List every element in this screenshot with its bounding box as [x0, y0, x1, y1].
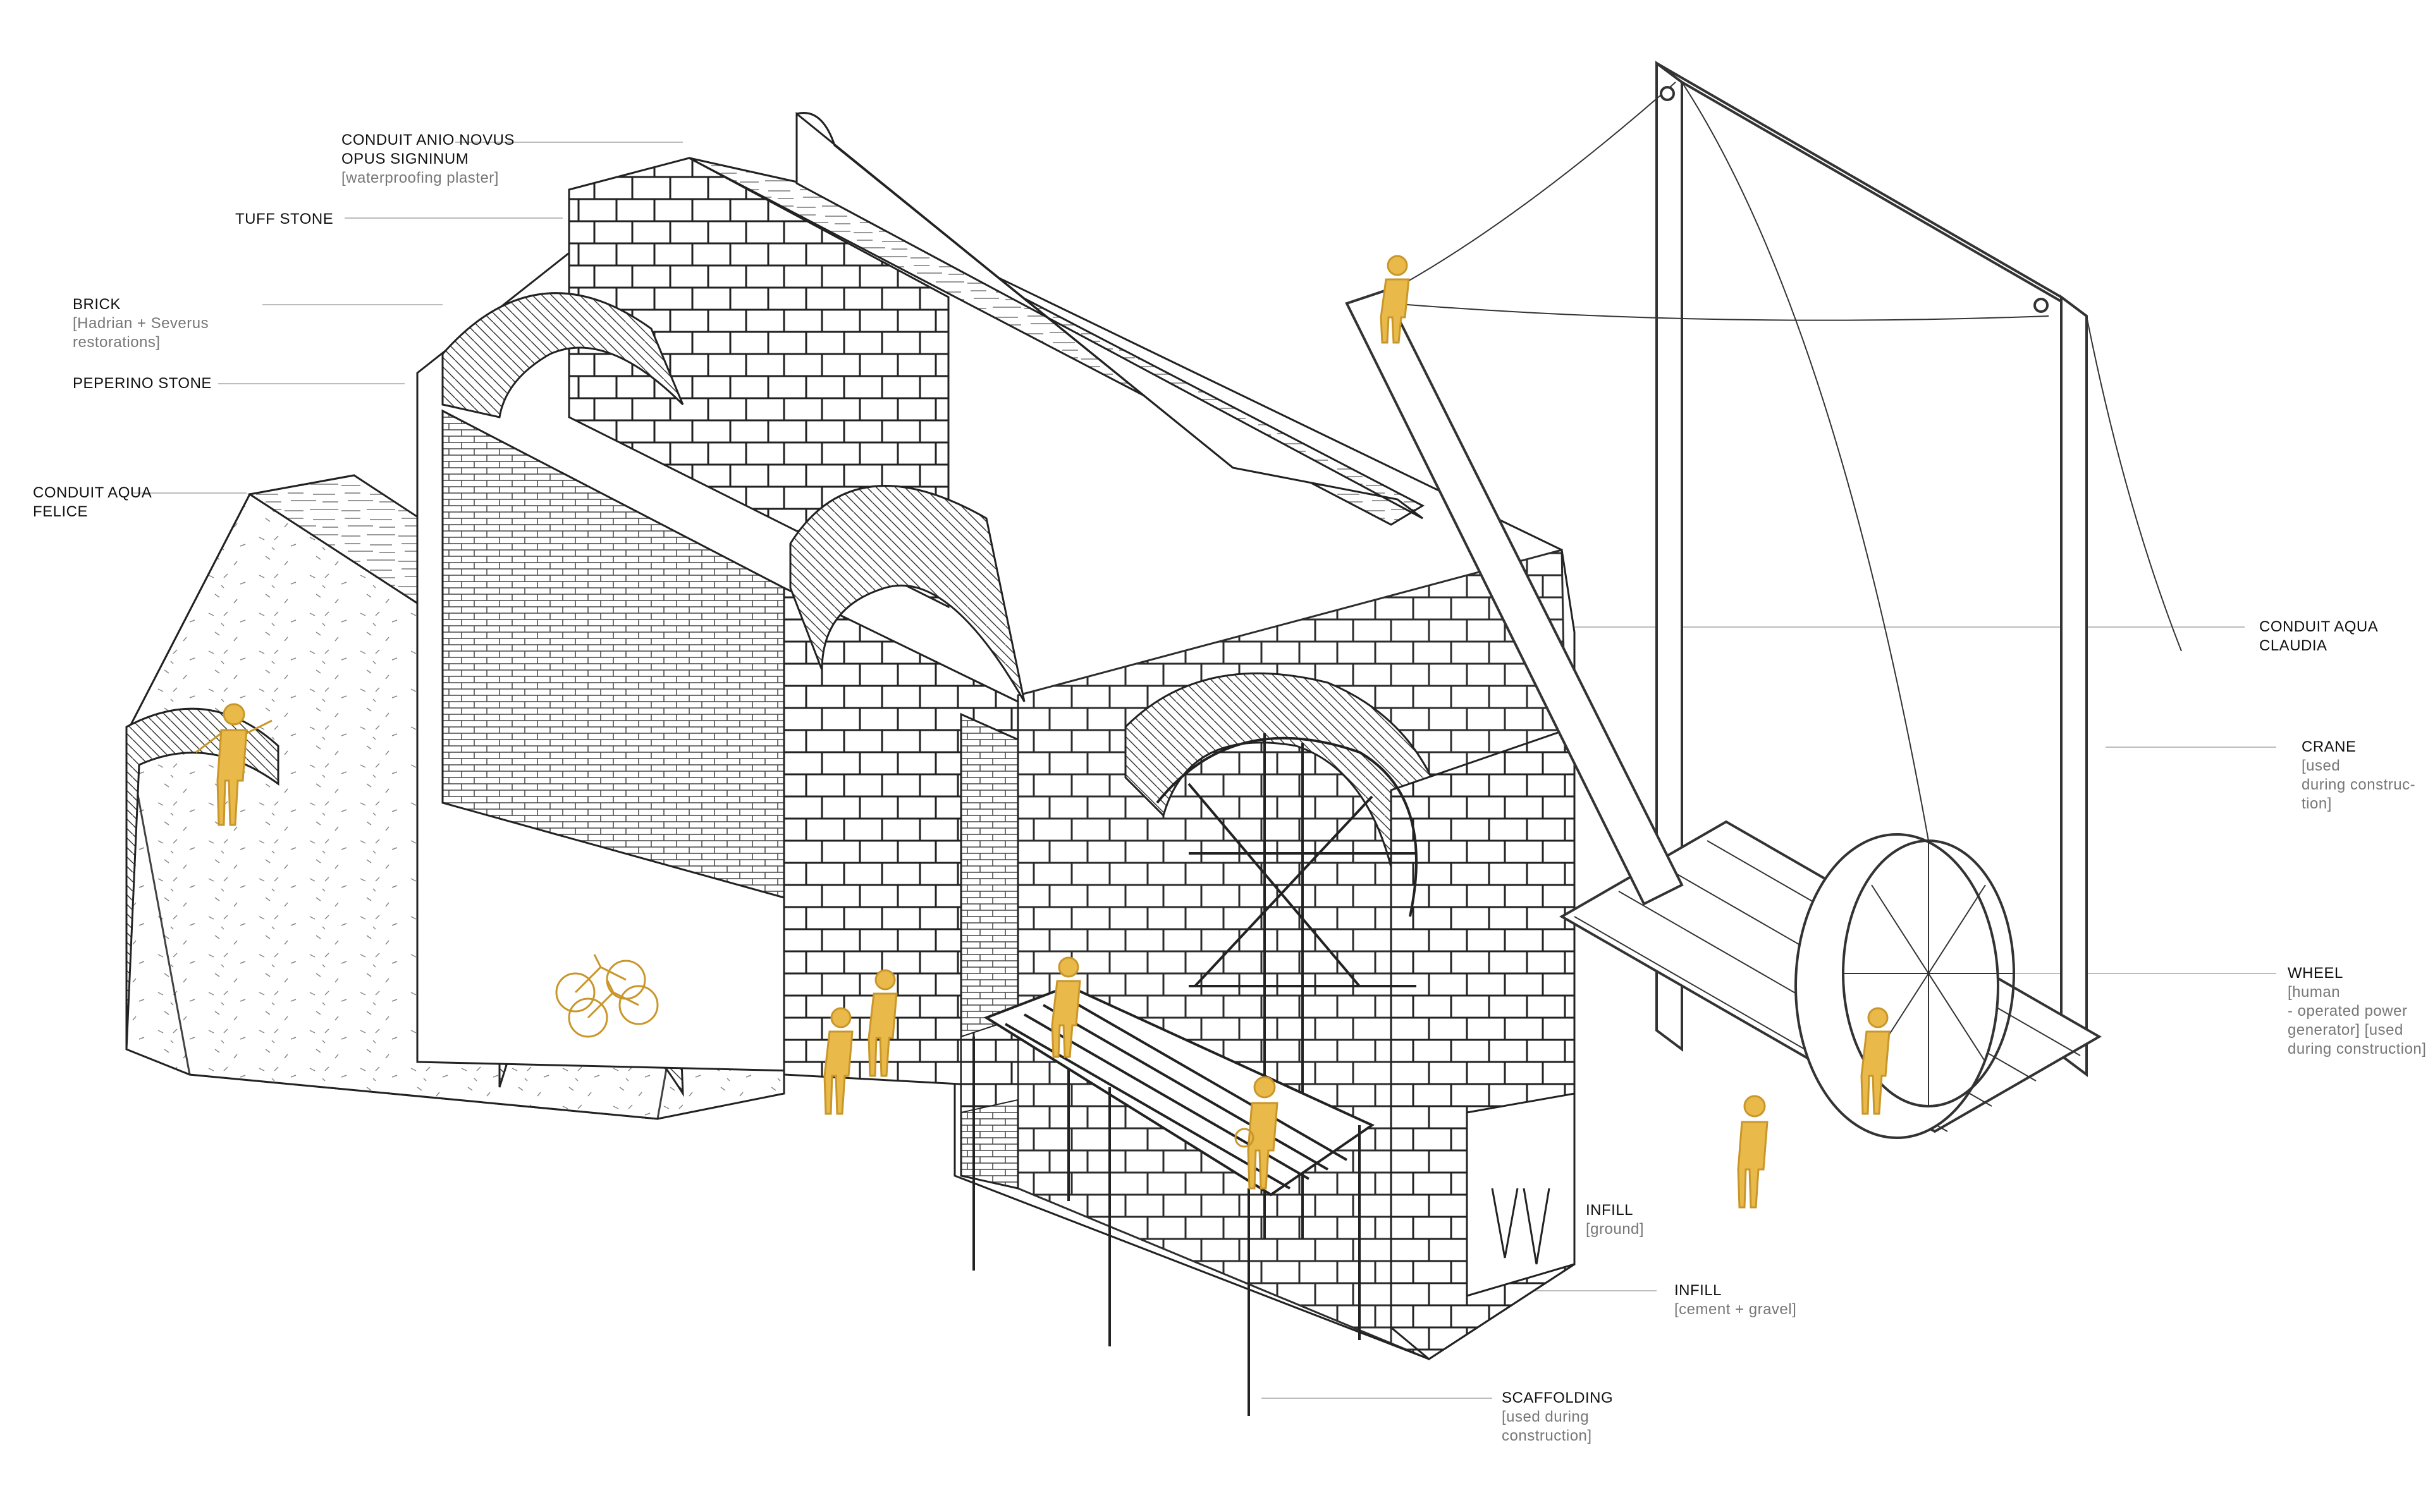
label-crane-sub-1: [used — [2302, 757, 2341, 774]
label-scaffolding-sub-1: [used during — [1502, 1408, 1590, 1425]
label-infill-cement-title: INFILL — [1674, 1282, 1722, 1299]
conduit-aqua-claudia-volume — [416, 111, 1576, 1360]
label-anio-novus-title-2: OPUS SIGNINUM — [341, 150, 469, 168]
label-conduit-aqua-felice: CONDUIT AQUA FELICE — [33, 484, 152, 521]
label-tuff-stone: TUFF STONE — [235, 210, 333, 229]
label-felice-title-1: CONDUIT AQUA — [33, 484, 152, 501]
label-anio-novus-title-1: CONDUIT ANIO NOVUS — [341, 131, 515, 149]
crane-structure — [1345, 61, 2182, 1139]
label-crane: CRANE [used during construc- tion] — [2302, 738, 2415, 814]
label-wheel-title: WHEEL — [2288, 965, 2343, 982]
label-anio-novus-sub: [waterproofing plaster] — [341, 169, 499, 186]
label-peperino-title: PEPERINO STONE — [73, 375, 212, 392]
label-tuff-stone-title: TUFF STONE — [235, 210, 334, 228]
label-felice-title-2: FELICE — [33, 503, 89, 520]
label-brick: BRICK [Hadrian + Severus restorations] — [73, 295, 209, 352]
label-wheel-sub-3: generator] [used — [2288, 1021, 2403, 1039]
human-figures — [195, 255, 1891, 1209]
label-crane-title: CRANE — [2302, 738, 2357, 755]
label-claudia-title-2: CLAUDIA — [2259, 637, 2327, 654]
label-infill-ground-title: INFILL — [1586, 1202, 1634, 1219]
label-wheel-sub-4: during construction] — [2288, 1040, 2427, 1058]
scaffolding-structure — [972, 984, 1375, 1416]
label-claudia-title-1: CONDUIT AQUA — [2259, 618, 2379, 635]
label-infill-cement: INFILL [cement + gravel] — [1674, 1281, 1796, 1319]
label-scaffolding-title: SCAFFOLDING — [1502, 1389, 1614, 1406]
label-infill-cement-sub: [cement + gravel] — [1674, 1301, 1797, 1318]
label-peperino-stone: PEPERINO STONE — [73, 374, 212, 393]
label-brick-sub-1: [Hadrian + Severus — [73, 315, 209, 332]
label-wheel: WHEEL [human - operated power generator]… — [2288, 964, 2426, 1059]
label-scaffolding-sub-2: construction] — [1502, 1427, 1592, 1444]
label-infill-ground-sub: [ground] — [1586, 1221, 1645, 1238]
label-conduit-anio-novus: CONDUIT ANIO NOVUS OPUS SIGNINUM [waterp… — [341, 131, 515, 188]
label-brick-sub-2: restorations] — [73, 334, 161, 351]
label-brick-title: BRICK — [73, 296, 121, 313]
label-wheel-sub-2: - operated power — [2288, 1003, 2408, 1020]
label-scaffolding: SCAFFOLDING [used during construction] — [1502, 1389, 1613, 1446]
label-conduit-aqua-claudia: CONDUIT AQUA CLAUDIA — [2259, 618, 2378, 655]
label-crane-sub-2: during construc- — [2302, 776, 2416, 793]
label-crane-sub-3: tion] — [2302, 795, 2332, 812]
label-infill-ground: INFILL [ground] — [1586, 1201, 1644, 1239]
label-wheel-sub-1: [human — [2288, 984, 2341, 1001]
